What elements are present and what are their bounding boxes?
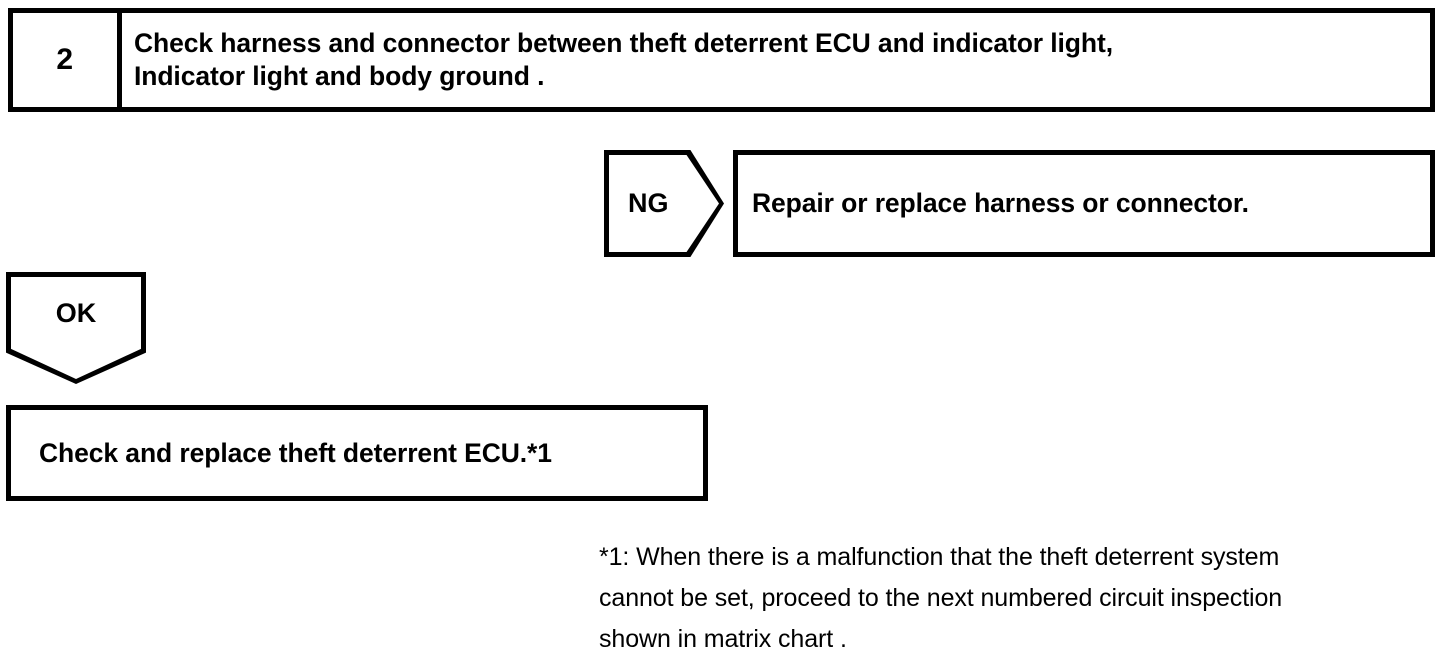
- ng-result-box: Repair or replace harness or connector.: [733, 150, 1435, 257]
- step-instruction-cell: Check harness and connector between thef…: [122, 13, 1430, 107]
- footnote-line-3: shown in matrix chart .: [599, 625, 847, 652]
- ng-branch-label: NG: [628, 188, 669, 218]
- ng-result-text: Repair or replace harness or connector.: [752, 188, 1249, 218]
- step-box: 2 Check harness and connector between th…: [8, 8, 1435, 112]
- footnote: *1: When there is a malfunction that the…: [599, 537, 1449, 652]
- step-number-cell: 2: [13, 13, 122, 107]
- step-instruction-line-1: Check harness and connector between thef…: [134, 28, 1113, 58]
- footnote-line-2: cannot be set, proceed to the next numbe…: [599, 584, 1283, 612]
- ok-result-text: Check and replace theft deterrent ECU.*1: [39, 437, 552, 468]
- ok-branch-label: OK: [55, 298, 97, 328]
- ng-branch-pentagon-inner: NG: [609, 155, 719, 252]
- ok-result-box: Check and replace theft deterrent ECU.*1: [6, 405, 708, 501]
- ng-branch-pentagon-icon: NG: [604, 150, 724, 257]
- ok-branch-pentagon-inner: OK: [11, 277, 141, 379]
- step-instruction-line-2: Indicator light and body ground .: [134, 61, 545, 91]
- ok-branch-pentagon-icon: OK: [6, 272, 146, 384]
- step-number: 2: [56, 43, 74, 76]
- footnote-line-1: *1: When there is a malfunction that the…: [599, 543, 1280, 571]
